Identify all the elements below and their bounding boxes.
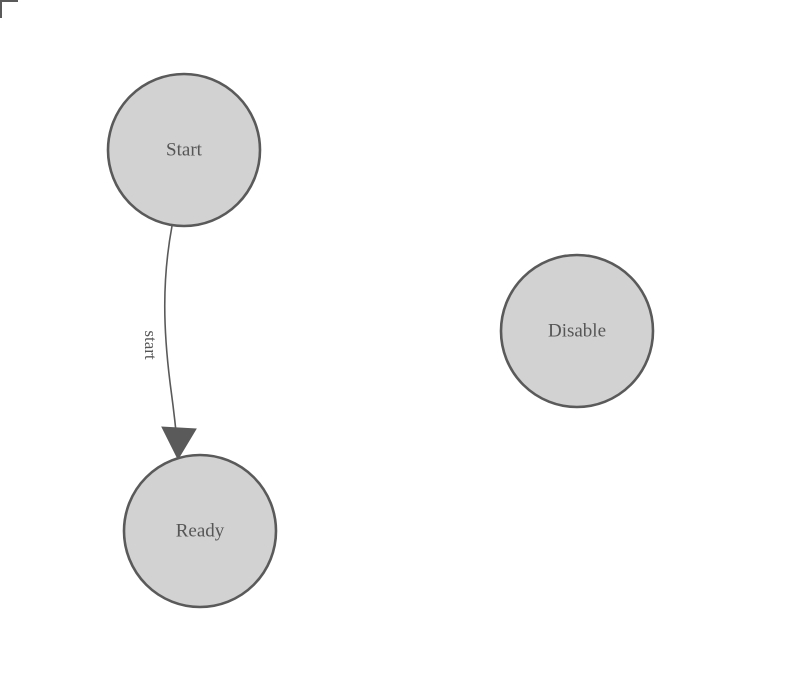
node-disable-circle[interactable] (499, 253, 655, 409)
node-ready[interactable]: Ready (122, 453, 278, 609)
node-disable[interactable]: Disable (499, 253, 655, 409)
edge-arrowhead-icon (161, 426, 197, 461)
edge-start-to-ready[interactable]: start (141, 225, 197, 461)
edge-path-start-to-ready (163, 225, 179, 453)
edge-label-start: start (141, 330, 160, 360)
node-start-circle[interactable] (106, 72, 262, 228)
node-start[interactable]: Start (106, 72, 262, 228)
node-ready-circle[interactable] (122, 453, 278, 609)
